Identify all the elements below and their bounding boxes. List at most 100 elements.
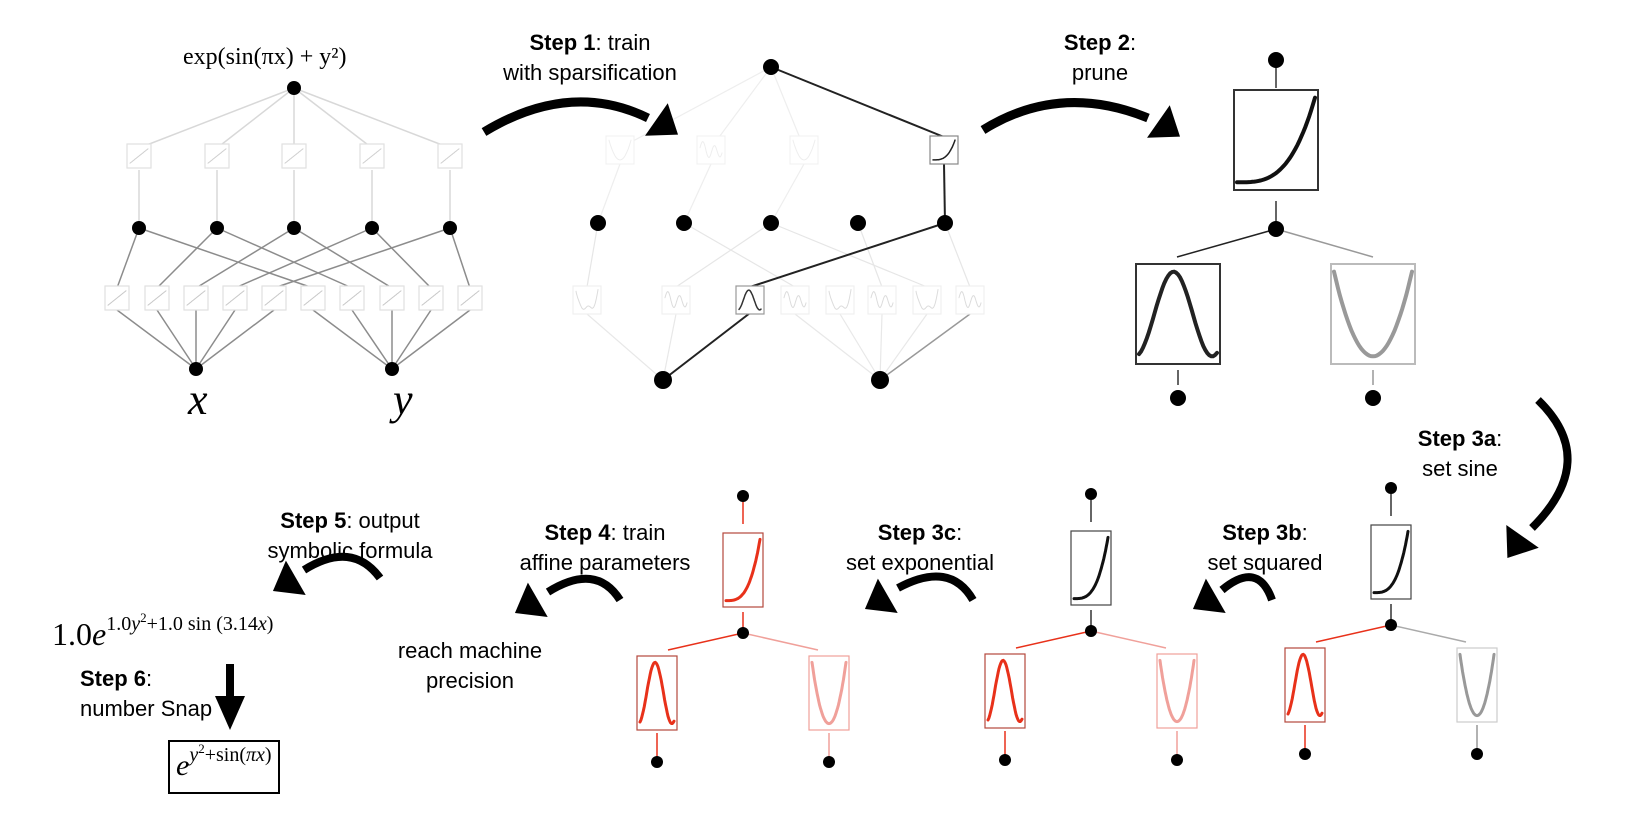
p1-hidden-node: [210, 221, 224, 235]
p2-box-faint-lower-curve: [664, 291, 688, 309]
p3c-input-node-y: [823, 756, 835, 768]
p2-edge-faint: [683, 222, 796, 288]
p3b-hidden-node: [1085, 625, 1097, 637]
p1-edge-lower: [116, 227, 140, 289]
p1-edge-lower: [216, 227, 353, 289]
p1-box-lower-4-frame: [261, 285, 287, 311]
p1-input-node-1: [385, 362, 399, 376]
p1-box-lower-7-curve: [382, 290, 402, 306]
p2-input-node-y: [871, 371, 889, 389]
arrow-step3c-head: [864, 578, 898, 613]
p2-box-faint-lower-frame: [825, 285, 855, 315]
arrow-step6-head: [215, 696, 245, 730]
p2-edge-faint: [794, 313, 881, 381]
p1-output-node: [287, 81, 301, 95]
p1-hidden-node: [365, 221, 379, 235]
p3c-box-sin-curve: [638, 660, 676, 725]
p3b-box-sin-curve: [986, 658, 1024, 723]
p1-box-lower-6-curve: [342, 290, 362, 306]
arrow-step4-shaft: [545, 574, 624, 603]
p2-box-faint-1-frame: [696, 135, 726, 165]
p1-edge-top: [293, 87, 451, 149]
p2-box-faint-lower-frame: [780, 285, 810, 315]
p3a-box-sq-frame: [1456, 647, 1498, 723]
p1-edge-lower: [234, 227, 373, 289]
p1-box-top-2-curve: [284, 148, 304, 164]
p3b-box-sq-frame: [1156, 653, 1198, 729]
target-formula: exp(sin(πx) + y²): [183, 44, 347, 70]
p3a-input-node-x: [1299, 748, 1311, 760]
p3a-box-sq-curve: [1458, 652, 1496, 718]
p1-box-lower-5-curve: [303, 290, 323, 306]
p3-input-node-y: [1365, 390, 1381, 406]
p1-edge-lower: [371, 227, 432, 289]
p3c-output-node: [737, 490, 749, 502]
p2-box-faint-lower-frame: [572, 285, 602, 315]
p1-box-top-4-curve: [440, 148, 460, 164]
p3a-box-exp-curve: [1372, 529, 1410, 595]
p3-edge: [1176, 228, 1277, 258]
p1-box-top-3-curve: [362, 148, 382, 164]
p3-box-exp-curve: [1235, 95, 1317, 185]
p2-edge-strong: [943, 163, 946, 224]
p1-edge-input: [195, 309, 236, 370]
p1-edge-lower: [138, 227, 314, 289]
p3a-box-sin-curve: [1286, 652, 1324, 717]
p2-hidden-node: [590, 215, 606, 231]
arrow-step5-shaft: [301, 552, 384, 581]
p3c-input-node-x: [651, 756, 663, 768]
p3b-output-node: [1085, 488, 1097, 500]
step6-label: Step 6:number Snap: [80, 666, 213, 721]
p1-box-lower-4-curve: [264, 290, 284, 306]
p1-edge-lower: [449, 227, 471, 289]
p3-box-sq-curve: [1332, 269, 1414, 359]
p1-box-lower-0-curve: [107, 290, 127, 306]
p2-box-faint-0-curve: [608, 139, 632, 161]
p1-edge-top: [138, 87, 295, 149]
p2-edge-faint: [586, 313, 664, 381]
p1-edge-input: [116, 309, 197, 370]
p3c-box-sin-frame: [636, 655, 678, 731]
p2-output-node: [763, 59, 779, 75]
p3-hidden-node: [1268, 221, 1284, 237]
arrow-step3c-shaft: [896, 572, 977, 603]
p3c-hidden-node: [737, 627, 749, 639]
p2-box-faint-1-curve: [699, 141, 723, 159]
p3b-edge-sin: [1015, 630, 1092, 649]
p2-edge-faint: [770, 163, 805, 224]
p2-box-faint-2-frame: [789, 135, 819, 165]
p1-edge-lower: [293, 227, 393, 289]
step3b-label: Step 3b:set squared: [1207, 520, 1323, 575]
p3b-edge-sq: [1090, 630, 1167, 649]
p2-edge-faint: [597, 163, 621, 224]
p2-edge-faint: [770, 66, 805, 149]
output-formula: 1.0e1.0y2+1.0 sin (3.14x): [52, 610, 274, 652]
p1-box-top-0-curve: [129, 148, 149, 164]
p2-hidden-node: [676, 215, 692, 231]
p2-box-faint-lower-curve: [915, 289, 939, 310]
p2-edge-faint: [662, 313, 677, 381]
p3a-output-node: [1385, 482, 1397, 494]
p2-box-faint-lower-frame: [867, 285, 897, 315]
p2-edge-strong: [770, 66, 945, 138]
p3a-edge-sq: [1390, 624, 1467, 643]
p2-box-faint-lower-curve: [783, 291, 807, 309]
p1-hidden-node: [132, 221, 146, 235]
p1-edge-input: [195, 309, 275, 370]
p3b-box-sq-curve: [1158, 658, 1196, 724]
p2-box-faint-lower-frame: [661, 285, 691, 315]
p2-box-faint-lower-curve: [870, 291, 894, 309]
p1-edge-input: [312, 309, 393, 370]
p1-edge-lower: [195, 227, 295, 289]
p3c-box-exp-curve: [724, 537, 762, 603]
step3a-label: Step 3a:set sine: [1417, 426, 1503, 481]
p2-box-faint-lower-curve: [828, 289, 852, 310]
p3b-input-node-y: [1171, 754, 1183, 766]
p1-box-top-2-frame: [281, 143, 307, 169]
p3b-input-node-x: [999, 754, 1011, 766]
p2-edge-faint: [839, 313, 881, 381]
p2-edge-faint: [683, 163, 712, 224]
